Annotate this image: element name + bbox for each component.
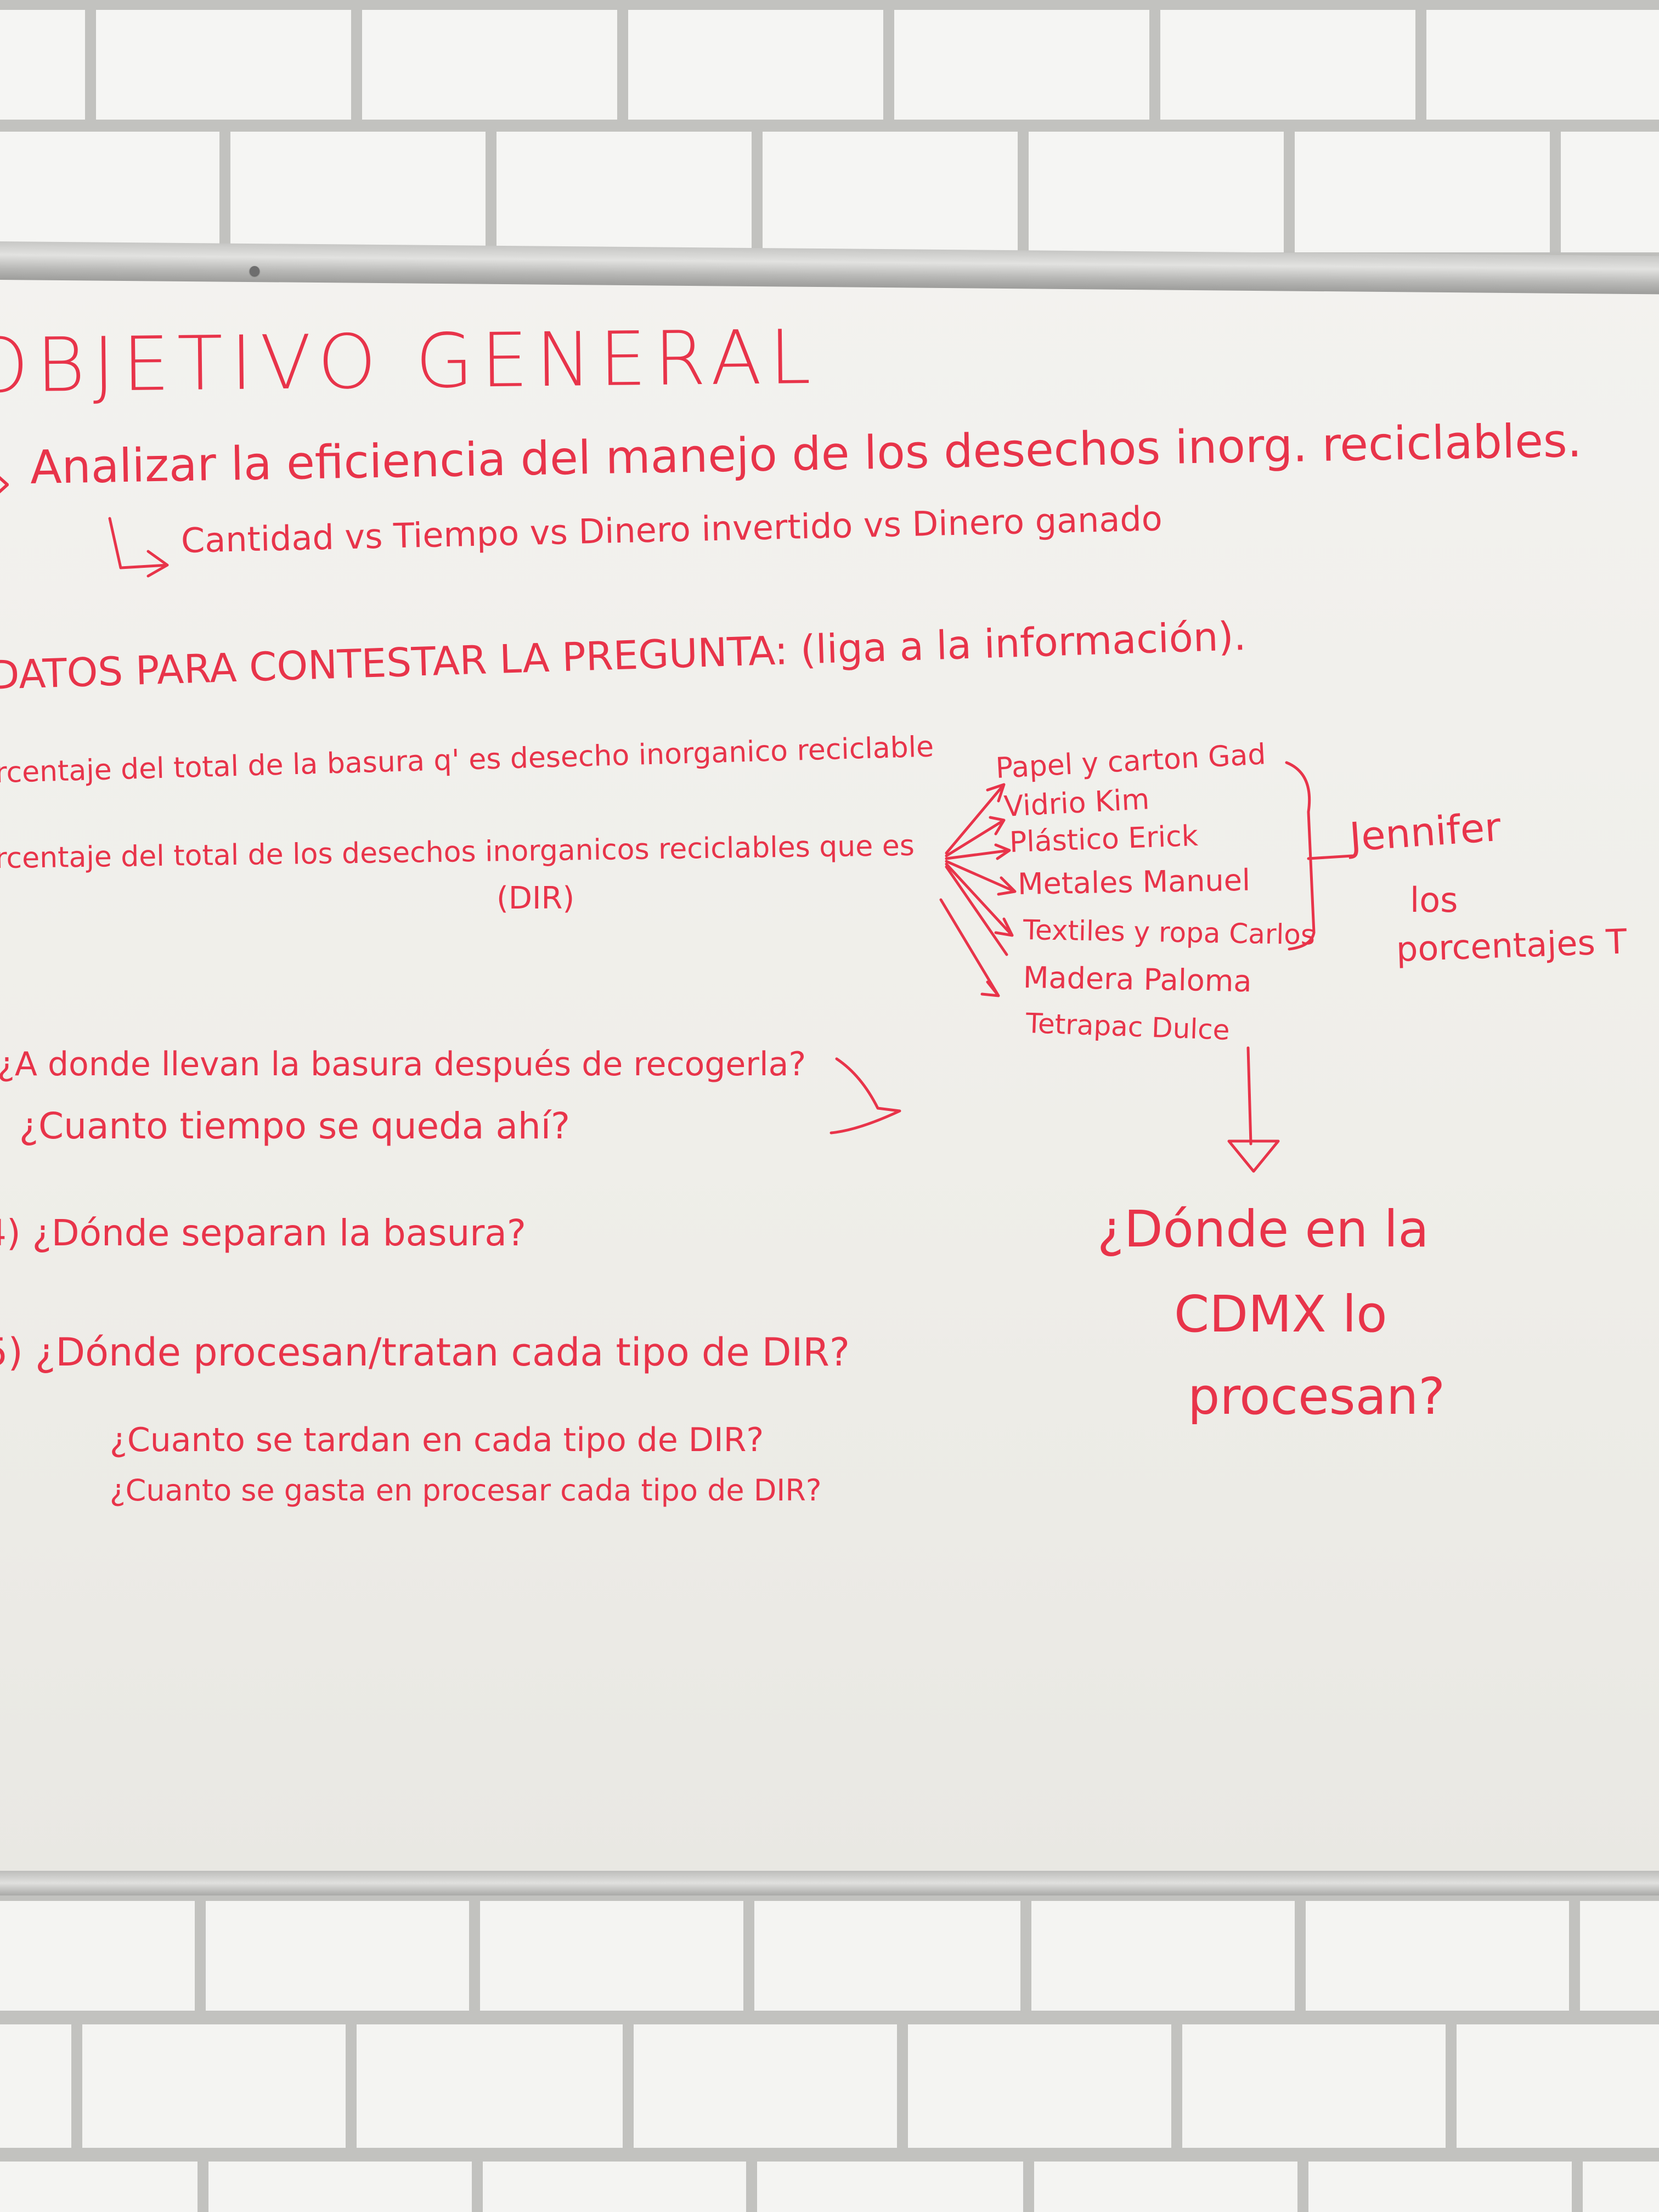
bracket-icon <box>1285 761 1316 951</box>
assignee-note-los: los <box>1410 880 1458 920</box>
screw-head <box>250 266 259 276</box>
question-5: 5) ¿Dónde procesan/tratan cada tipo de D… <box>0 1330 850 1375</box>
cdmx-question-line3: procesan? <box>1188 1367 1446 1426</box>
fan-arrow-icon <box>945 783 1006 855</box>
merge-arrow-icon <box>830 1057 901 1135</box>
question-4: 4) ¿Dónde separan la basura? <box>0 1212 526 1254</box>
down-arrow-icon <box>1227 1046 1280 1173</box>
question-5a: ¿Cuanto se tardan en cada tipo de DIR? <box>110 1421 764 1459</box>
cdmx-question-line2: CDMX lo <box>1174 1285 1387 1344</box>
tile-wall-bottom <box>0 1887 1659 2212</box>
question-3a: ¿A donde llevan la basura después de rec… <box>0 1045 806 1084</box>
item-2-abbr: (DIR) <box>496 881 575 916</box>
fan-arrow-icon <box>945 865 1008 956</box>
cdmx-question-line1: ¿Dónde en la <box>1097 1200 1429 1259</box>
question-5b: ¿Cuanto se gasta en procesar cada tipo d… <box>110 1473 822 1508</box>
fan-arrow-icon <box>945 816 1006 857</box>
fan-arrow-icon <box>939 898 1000 997</box>
whiteboard-surface <box>0 258 1659 1879</box>
fan-arrow-icon <box>945 862 1014 937</box>
fan-arrow-icon <box>945 860 1017 896</box>
connector-line <box>1307 854 1354 860</box>
whiteboard-frame-bottom <box>0 1871 1659 1895</box>
tile-grid-top <box>0 0 1659 258</box>
tile-grid-bottom <box>0 1887 1659 2212</box>
tile-wall-top <box>0 0 1659 258</box>
question-3b: ¿Cuanto tiempo se queda ahí? <box>19 1105 571 1147</box>
hook-arrow-icon <box>108 517 169 578</box>
bullet-arrow-objective: › <box>0 461 12 505</box>
fan-arrow-icon <box>945 843 1011 860</box>
